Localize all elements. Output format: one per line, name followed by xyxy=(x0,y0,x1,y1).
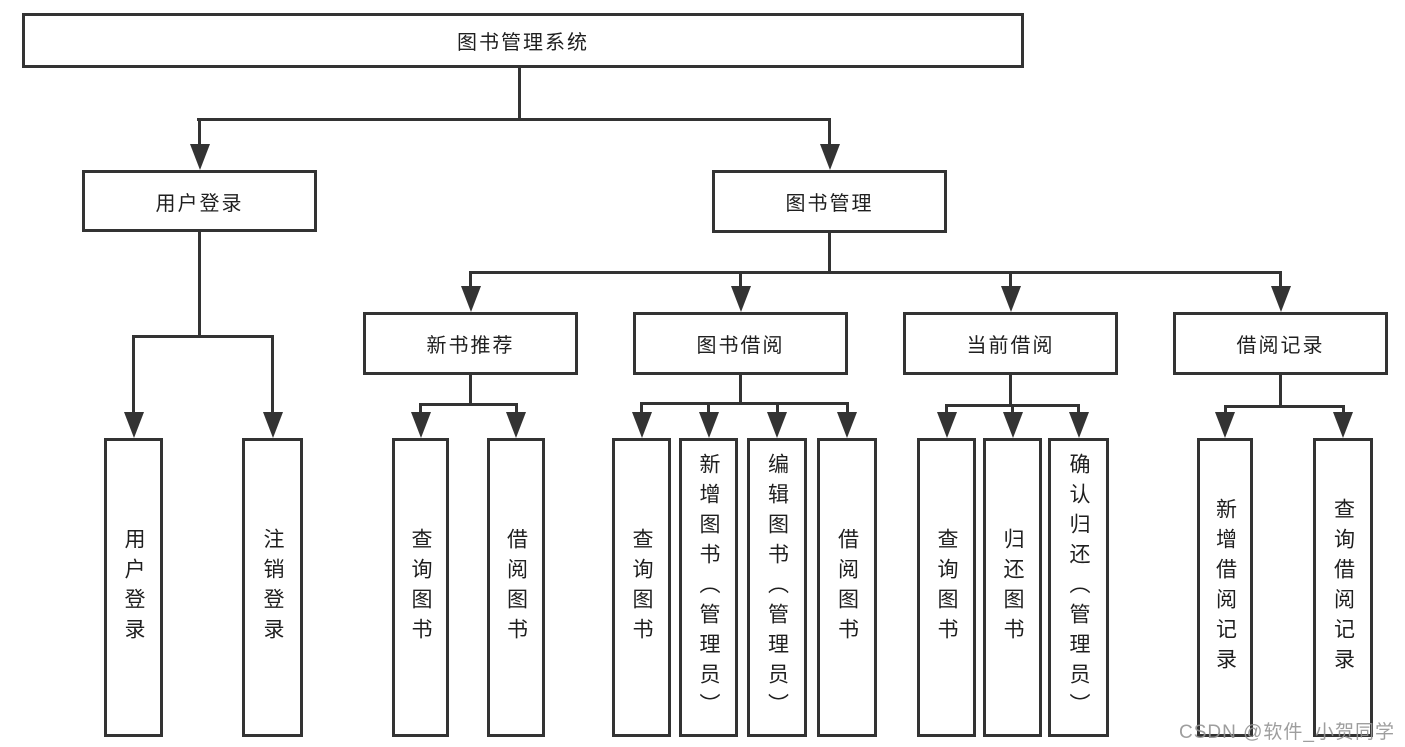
leaf-borrow-book-recommend: 借阅图书 xyxy=(487,438,545,737)
connector-line xyxy=(469,271,472,289)
connector-line xyxy=(739,373,742,405)
connector-line xyxy=(640,402,643,415)
leaf-return-book: 归还图书 xyxy=(983,438,1042,737)
node-root: 图书管理系统 xyxy=(22,13,1024,68)
connector-line xyxy=(1009,271,1012,289)
arrow-down-icon xyxy=(190,144,210,170)
node-book-borrow-label: 图书借阅 xyxy=(696,335,785,357)
arrow-down-icon xyxy=(837,412,857,438)
node-current-borrow-label: 当前借阅 xyxy=(966,335,1055,357)
leaf-query-book-current: 查询图书 xyxy=(917,438,976,737)
node-book-management: 图书管理 xyxy=(712,170,947,233)
connector-line xyxy=(198,118,201,148)
connector-line xyxy=(739,271,742,289)
leaf-user-login: 用户登录 xyxy=(104,438,163,737)
arrow-down-icon xyxy=(731,286,751,312)
leaf-borrow-book: 借阅图书 xyxy=(817,438,877,737)
leaf-add-borrow-record-label: 新增借阅记录 xyxy=(1213,497,1237,678)
node-new-book-recommend: 新书推荐 xyxy=(363,312,578,375)
leaf-logout: 注销登录 xyxy=(242,438,303,737)
connector-line xyxy=(132,335,274,338)
leaf-logout-label: 注销登录 xyxy=(261,527,284,648)
arrow-down-icon xyxy=(263,412,283,438)
node-user-login-label: 用户登录 xyxy=(155,192,244,215)
connector-line xyxy=(419,403,518,406)
connector-line xyxy=(197,118,831,121)
node-current-borrow: 当前借阅 xyxy=(903,312,1118,375)
arrow-down-icon xyxy=(699,412,719,438)
arrow-down-icon xyxy=(1215,412,1235,438)
leaf-query-borrow-record: 查询借阅记录 xyxy=(1313,438,1373,737)
leaf-query-book-current-label: 查询图书 xyxy=(935,527,958,648)
leaf-add-book-admin: 新增图书（管理员） xyxy=(679,438,738,737)
connector-line xyxy=(640,402,848,405)
connector-line xyxy=(1279,271,1282,289)
arrow-down-icon xyxy=(1003,412,1023,438)
leaf-borrow-book-recommend-label: 借阅图书 xyxy=(504,527,528,648)
connector-line xyxy=(469,271,1282,274)
connector-line xyxy=(515,403,518,415)
arrow-down-icon xyxy=(1069,412,1089,438)
connector-line xyxy=(707,402,710,415)
node-user-login: 用户登录 xyxy=(82,170,317,232)
leaf-confirm-return-admin-label: 确认归还（管理员） xyxy=(1067,452,1090,723)
connector-line xyxy=(1011,404,1014,415)
arrow-down-icon xyxy=(411,412,431,438)
connector-line xyxy=(1009,373,1012,407)
leaf-query-book-recommend: 查询图书 xyxy=(392,438,449,737)
connector-line xyxy=(1342,405,1345,415)
arrow-down-icon xyxy=(767,412,787,438)
connector-line xyxy=(1279,373,1282,408)
leaf-return-book-label: 归还图书 xyxy=(1001,527,1024,648)
arrow-down-icon xyxy=(1001,286,1021,312)
leaf-query-book-borrow: 查询图书 xyxy=(612,438,671,737)
arrow-down-icon xyxy=(1333,412,1353,438)
leaf-query-book-recommend-label: 查询图书 xyxy=(409,527,432,648)
connector-line xyxy=(271,335,274,415)
node-book-management-label: 图书管理 xyxy=(785,193,874,215)
leaf-edit-book-admin-label: 编辑图书（管理员） xyxy=(765,452,789,723)
leaf-user-login-label: 用户登录 xyxy=(122,527,145,648)
leaf-query-book-borrow-label: 查询图书 xyxy=(630,527,653,648)
leaf-add-book-admin-label: 新增图书（管理员） xyxy=(697,452,720,723)
leaf-add-borrow-record: 新增借阅记录 xyxy=(1197,438,1253,737)
connector-line xyxy=(132,335,135,415)
arrow-down-icon xyxy=(632,412,652,438)
connector-line xyxy=(828,118,831,148)
connector-line xyxy=(945,404,948,415)
node-new-book-recommend-label: 新书推荐 xyxy=(426,335,515,357)
node-book-borrow: 图书借阅 xyxy=(633,312,848,375)
connector-line xyxy=(776,402,779,415)
arrow-down-icon xyxy=(1271,286,1291,312)
connector-line xyxy=(518,66,521,120)
leaf-query-borrow-record-label: 查询借阅记录 xyxy=(1331,497,1355,678)
connector-line xyxy=(419,403,422,415)
arrow-down-icon xyxy=(124,412,144,438)
connector-line xyxy=(828,230,831,274)
leaf-edit-book-admin: 编辑图书（管理员） xyxy=(747,438,807,737)
connector-line xyxy=(846,402,849,415)
connector-line xyxy=(1224,405,1344,408)
connector-line xyxy=(469,373,472,406)
node-root-label: 图书管理系统 xyxy=(457,32,589,54)
connector-line xyxy=(1224,405,1227,415)
connector-line xyxy=(198,230,201,338)
arrow-down-icon xyxy=(820,144,840,170)
arrow-down-icon xyxy=(461,286,481,312)
leaf-borrow-book-label: 借阅图书 xyxy=(835,527,859,648)
node-borrow-records: 借阅记录 xyxy=(1173,312,1388,375)
arrow-down-icon xyxy=(506,412,526,438)
arrow-down-icon xyxy=(937,412,957,438)
leaf-confirm-return-admin: 确认归还（管理员） xyxy=(1048,438,1109,737)
connector-line xyxy=(1077,404,1080,415)
node-borrow-records-label: 借阅记录 xyxy=(1236,335,1325,357)
